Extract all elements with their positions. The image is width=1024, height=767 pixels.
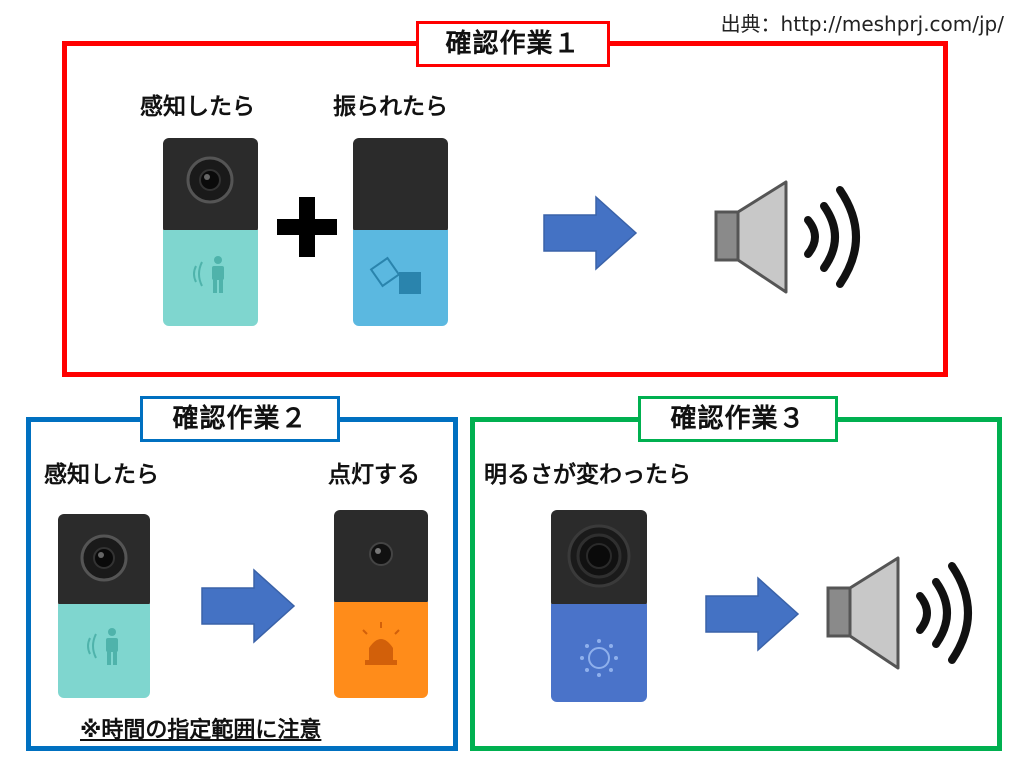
motion-sensor-block-icon [163, 138, 258, 326]
speaker-sound-icon [716, 180, 876, 296]
source-credit: 出典：http://meshprj.com/jp/ [720, 12, 1004, 36]
panel-1-title: 確認作業１ [416, 21, 610, 67]
move-sensor-block-icon [353, 138, 448, 326]
right-arrow-icon [705, 577, 799, 651]
plus-icon [277, 197, 337, 257]
motion-sensor-block-icon [58, 514, 150, 698]
led-block-icon [334, 510, 428, 698]
label-shake: 振られたら [333, 94, 448, 120]
label-detect-2: 感知したら [44, 462, 159, 488]
brightness-sensor-block-icon [551, 510, 647, 702]
right-arrow-icon [201, 569, 295, 643]
panel-2-title: 確認作業２ [140, 396, 340, 442]
label-detect: 感知したら [140, 94, 255, 120]
speaker-sound-icon [828, 556, 988, 672]
label-brightness: 明るさが変わったら [484, 462, 691, 488]
time-range-note: ※時間の指定範囲に注意 [80, 718, 322, 743]
right-arrow-icon [543, 196, 637, 270]
panel-3-title: 確認作業３ [638, 396, 838, 442]
label-light: 点灯する [328, 462, 420, 488]
